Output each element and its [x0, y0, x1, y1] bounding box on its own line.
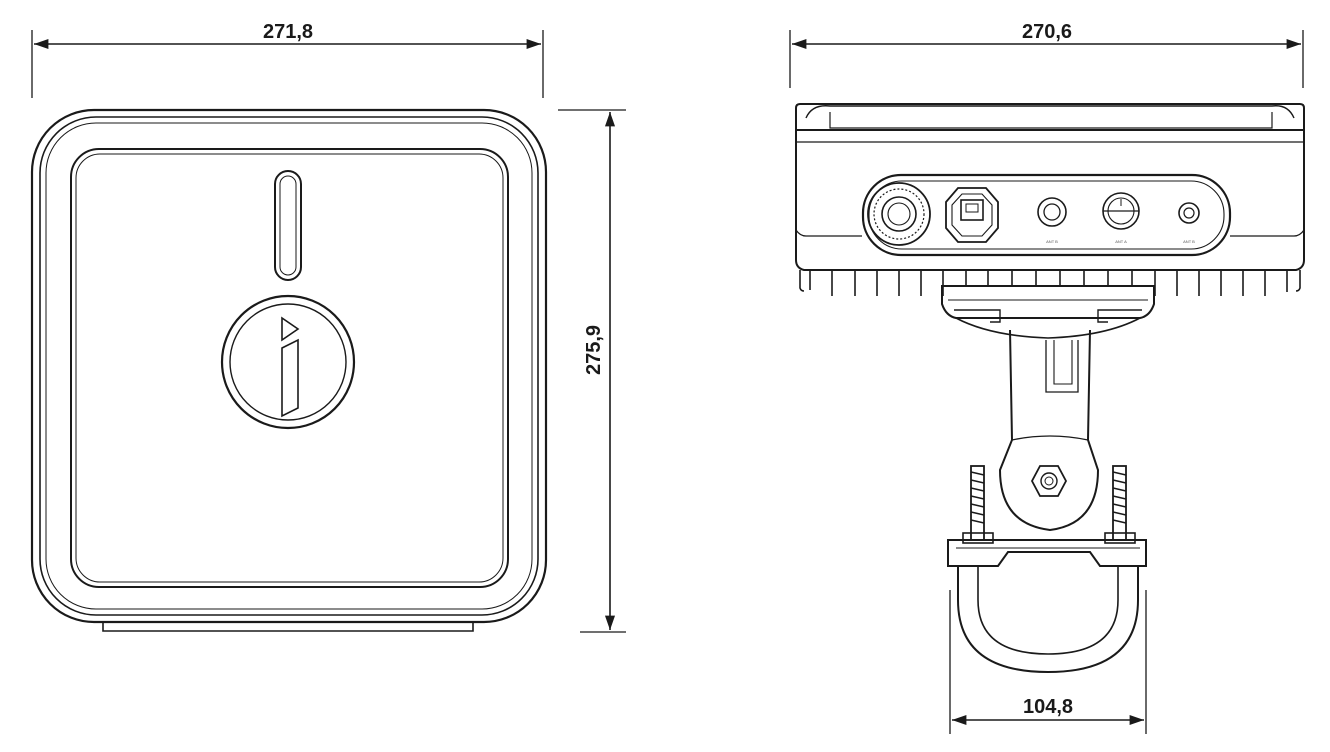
side-width-dimension: 270,6: [789, 21, 1304, 88]
port-label-3: ANT A: [1115, 239, 1127, 244]
housing-top-lid: [795, 103, 1305, 130]
front-housing-outer: [30, 108, 548, 624]
cable-gland-port-icon: [867, 182, 931, 246]
front-panel-inner: [75, 153, 504, 583]
u-bolt: [957, 566, 1139, 674]
front-width-label: 271,8: [263, 21, 313, 43]
front-height-label: 275,9: [583, 325, 605, 375]
mount-plate: [941, 285, 1155, 339]
front-panel: [70, 148, 509, 588]
front-view: 271,8 275,9: [30, 21, 626, 633]
hex-nut-icon: [1030, 465, 1068, 497]
right-bolt-icon: [1104, 465, 1136, 544]
ethernet-port-icon: [945, 187, 999, 243]
logo-badge-icon: [220, 294, 356, 430]
side-width-label: 270,6: [1022, 21, 1072, 43]
connector-panel: [861, 173, 1232, 257]
front-base-foot: [102, 622, 474, 632]
led-indicator-slot: [274, 170, 302, 281]
pole-clamp-saddle: [947, 539, 1147, 567]
front-housing-rim: [39, 116, 539, 616]
front-height-dimension: 275,9: [558, 109, 626, 633]
housing-body: [795, 129, 1305, 271]
front-housing-rim-inner: [45, 122, 533, 610]
front-width-dimension: 271,8: [31, 21, 544, 98]
cooling-fins: [799, 270, 1301, 296]
bracket-width-dimension: 104,8: [949, 590, 1147, 734]
side-view: 270,6: [789, 21, 1305, 734]
mounting-arm: [998, 329, 1100, 532]
port-label-4: ANT B: [1183, 239, 1195, 244]
small-connector-icon: ANT B: [1178, 202, 1200, 244]
bracket-width-label: 104,8: [1023, 696, 1073, 718]
port-label-2: ANT B: [1046, 239, 1058, 244]
antenna-b-connector-icon: ANT B: [1037, 197, 1067, 244]
antenna-a-connector-icon: ANT A: [1102, 192, 1140, 244]
left-bolt-icon: [962, 465, 994, 544]
